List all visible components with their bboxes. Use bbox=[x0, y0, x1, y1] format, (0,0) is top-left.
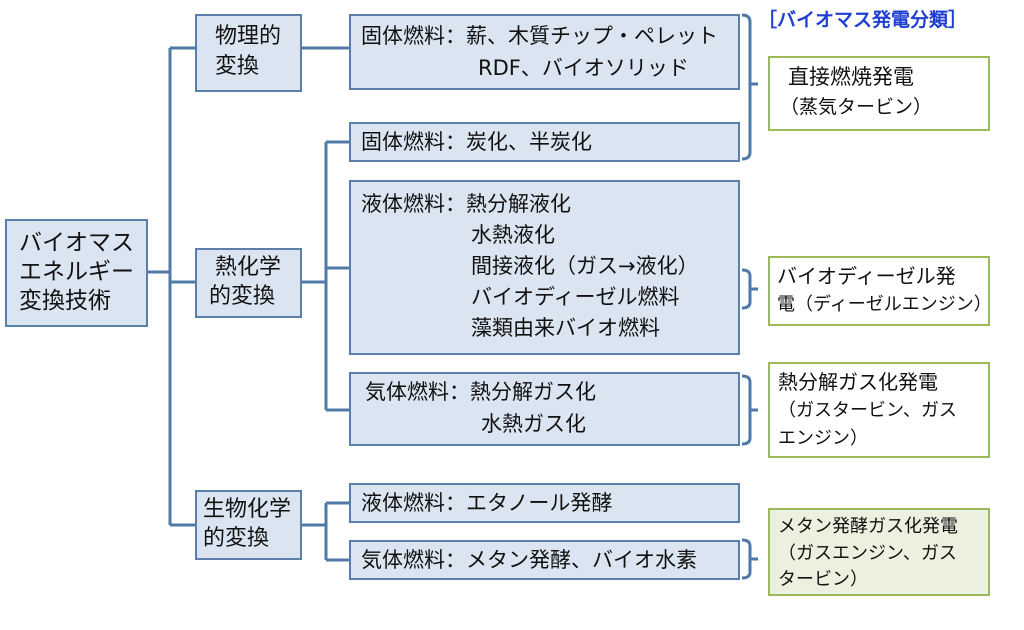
root-box: バイオマス エネルギー 変換技術 bbox=[5, 219, 148, 327]
fuel-liquid-bio-line1: 液体燃料：エタノール発酵 bbox=[361, 491, 613, 515]
method-biochemical-line2: 的変換 bbox=[203, 526, 270, 551]
category-header: ［バイオマス発電分類］ bbox=[758, 9, 968, 31]
power-diesel-line1: バイオディーゼル発 bbox=[777, 264, 956, 288]
fuel-solid-wood-line2: RDF、バイオソリッド bbox=[478, 56, 689, 80]
fuel-solid-wood-box: 固体燃料：薪、木質チップ・ペレット RDF、バイオソリッド bbox=[349, 14, 740, 90]
fuel-liquid-thermo-line3: 間接液化（ガス→液化） bbox=[471, 254, 699, 278]
fuel-gas-bio-box: 気体燃料：メタン発酵、バイオ水素 bbox=[349, 540, 740, 580]
fuel-solid-carbon-line1: 固体燃料：炭化、半炭化 bbox=[361, 130, 592, 154]
power-methane-line2: （ガスエンジン、ガス bbox=[778, 543, 957, 564]
power-methane-box: メタン発酵ガス化発電 （ガスエンジン、ガス タービン） bbox=[768, 508, 990, 596]
method-physical-line2: 変換 bbox=[215, 54, 260, 79]
fuel-liquid-thermo-line2: 水熱液化 bbox=[471, 223, 555, 247]
power-direct-line2: （蒸気タービン） bbox=[780, 96, 933, 118]
fuel-solid-carbon-box: 固体燃料：炭化、半炭化 bbox=[349, 122, 740, 162]
power-pyrolysis-box: 熱分解ガス化発電 （ガスタービン、ガス エンジン） bbox=[768, 362, 990, 458]
fuel-gas-thermo-line2: 水熱ガス化 bbox=[481, 412, 586, 436]
fuel-liquid-thermo-line5: 藻類由来バイオ燃料 bbox=[471, 316, 660, 340]
fuel-gas-thermo-line1: 気体燃料：熱分解ガス化 bbox=[365, 380, 596, 404]
fuel-liquid-thermo-line1: 液体燃料：熱分解液化 bbox=[361, 192, 571, 216]
power-pyrolysis-line2: （ガスタービン、ガス bbox=[778, 400, 957, 421]
power-methane-line1: メタン発酵ガス化発電 bbox=[778, 516, 958, 537]
fuel-gas-bio-line1: 気体燃料：メタン発酵、バイオ水素 bbox=[361, 548, 697, 572]
fuel-liquid-bio-box: 液体燃料：エタノール発酵 bbox=[349, 483, 740, 523]
root-label-line1: バイオマス bbox=[19, 230, 134, 256]
method-thermochemical-line2: 的変換 bbox=[209, 284, 276, 309]
root-label-line2: エネルギー bbox=[19, 259, 134, 285]
power-methane-line3: タービン） bbox=[778, 569, 868, 590]
method-thermochemical-line1: 熱化学 bbox=[215, 255, 282, 280]
fuel-gas-thermo-box: 気体燃料：熱分解ガス化 水熱ガス化 bbox=[349, 372, 740, 446]
fuel-liquid-thermo-line4: バイオディーゼル燃料 bbox=[471, 285, 680, 309]
method-physical-line1: 物理的 bbox=[215, 24, 282, 49]
power-pyrolysis-line3: エンジン） bbox=[778, 428, 868, 449]
method-biochemical-line1: 生物化学 bbox=[203, 497, 292, 522]
method-thermochemical-box: 熱化学 的変換 bbox=[195, 248, 302, 318]
power-diesel-line2: 電（ディーゼルエンジン） bbox=[777, 294, 992, 315]
fuel-liquid-thermo-box: 液体燃料：熱分解液化 水熱液化 間接液化（ガス→液化） バイオディーゼル燃料 藻… bbox=[349, 180, 740, 355]
fuel-solid-wood-line1: 固体燃料：薪、木質チップ・ペレット bbox=[361, 24, 718, 48]
root-label-line3: 変換技術 bbox=[19, 288, 111, 314]
method-physical-box: 物理的 変換 bbox=[195, 14, 302, 92]
power-direct-line1: 直接燃焼発電 bbox=[788, 65, 914, 89]
method-biochemical-box: 生物化学 的変換 bbox=[195, 490, 302, 560]
power-pyrolysis-line1: 熱分解ガス化発電 bbox=[778, 370, 938, 394]
power-direct-box: 直接燃焼発電 （蒸気タービン） bbox=[768, 56, 990, 131]
power-diesel-box: バイオディーゼル発 電（ディーゼルエンジン） bbox=[768, 256, 992, 326]
